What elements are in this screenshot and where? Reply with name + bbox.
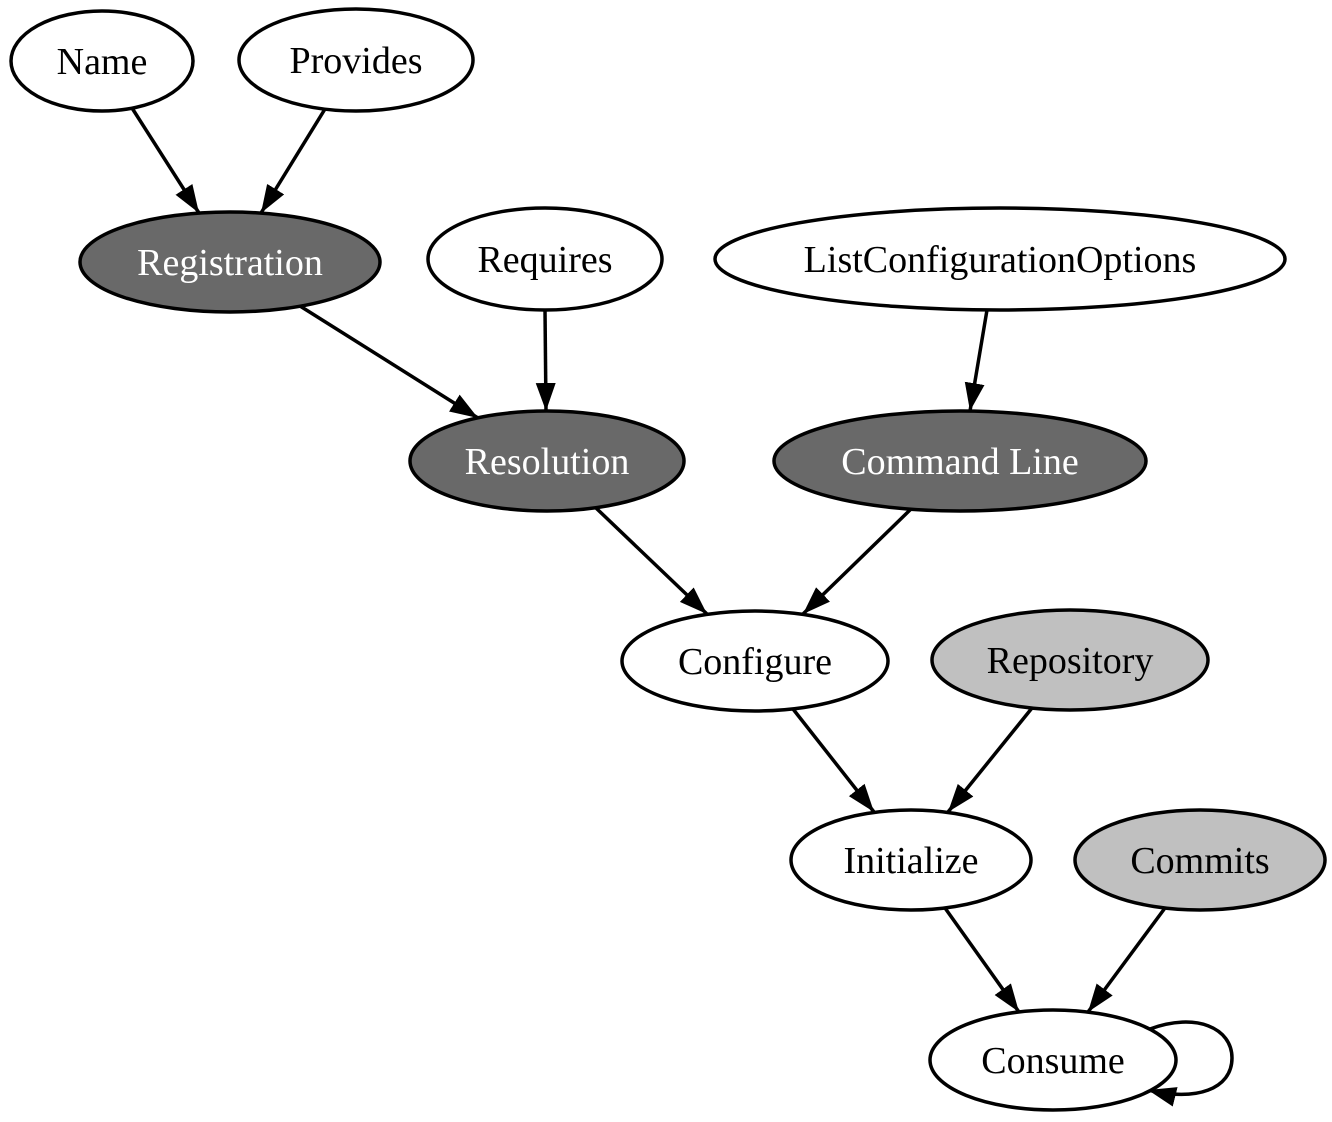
edge-resolution-to-configure <box>594 506 709 616</box>
node-consume-label: Consume <box>981 1040 1125 1082</box>
node-initialize: Initialize <box>789 808 1033 912</box>
node-list-configuration-options: ListConfigurationOptions <box>713 206 1287 312</box>
node-name: Name <box>9 9 195 113</box>
node-command-line: Command Line <box>772 409 1148 513</box>
node-configure: Configure <box>620 609 890 713</box>
node-consume: Consume <box>928 1008 1178 1112</box>
edge-registration-to-resolution <box>299 304 479 420</box>
node-resolution-ellipse <box>408 409 686 513</box>
edge-listconfigurationoptions-to-command-line <box>964 309 989 412</box>
edge-name-to-registration <box>130 107 201 214</box>
node-commits: Commits <box>1073 808 1327 912</box>
edge-initialize-to-consume <box>943 906 1021 1014</box>
node-initialize-label: Initialize <box>843 840 978 882</box>
node-requires-label: Requires <box>477 239 612 281</box>
edge-repository-to-initialize <box>946 706 1034 814</box>
edges-layer <box>130 107 1234 1107</box>
node-name-label: Name <box>57 41 148 83</box>
node-requires: Requires <box>426 206 664 312</box>
node-command-line-label: Command Line <box>841 441 1078 483</box>
node-provides-label: Provides <box>290 40 423 82</box>
edge-command-line-to-configure <box>801 507 913 616</box>
node-list-configuration-options-ellipse <box>713 206 1287 312</box>
node-resolution: Resolution <box>408 409 686 513</box>
edge-provides-to-registration <box>259 108 327 214</box>
node-requires-ellipse <box>426 206 664 312</box>
node-initialize-ellipse <box>789 808 1033 912</box>
node-registration-ellipse <box>78 210 382 314</box>
node-configure-ellipse <box>620 609 890 713</box>
edge-requires-to-resolution <box>535 309 556 412</box>
nodes-layer: Name Provides Registration Requires List… <box>9 7 1327 1112</box>
node-commits-ellipse <box>1073 808 1327 912</box>
node-repository: Repository <box>930 608 1210 712</box>
node-registration: Registration <box>78 210 382 314</box>
node-consume-ellipse <box>928 1008 1178 1112</box>
node-list-configuration-options-label: ListConfigurationOptions <box>804 239 1197 281</box>
node-provides-ellipse <box>237 7 475 113</box>
node-registration-label: Registration <box>137 242 323 284</box>
node-name-ellipse <box>9 9 195 113</box>
edge-commits-to-consume <box>1086 906 1167 1014</box>
node-commits-label: Commits <box>1130 840 1269 882</box>
node-repository-ellipse <box>930 608 1210 712</box>
edge-consume-self-loop <box>1147 1020 1234 1107</box>
edge-configure-to-initialize <box>791 707 876 814</box>
node-resolution-label: Resolution <box>465 441 630 483</box>
node-repository-label: Repository <box>987 640 1154 682</box>
node-configure-label: Configure <box>678 641 832 683</box>
node-provides: Provides <box>237 7 475 113</box>
node-command-line-ellipse <box>772 409 1148 513</box>
